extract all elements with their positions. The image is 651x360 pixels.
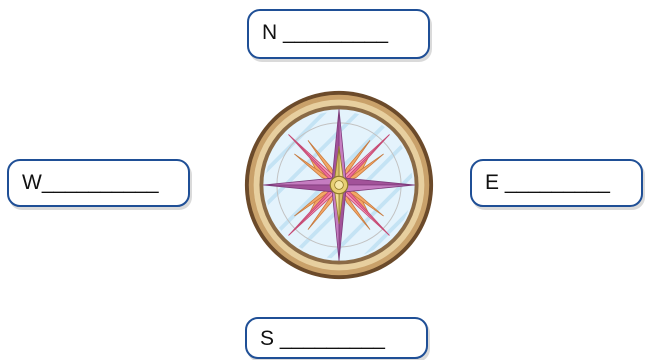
compass-pivot-center bbox=[335, 181, 344, 190]
compass-rose-illustration bbox=[242, 88, 436, 282]
north-label-box[interactable]: N _________ bbox=[247, 9, 430, 59]
south-label-text: S _________ bbox=[260, 328, 385, 349]
north-label-text: N _________ bbox=[262, 22, 388, 43]
south-label-box[interactable]: S _________ bbox=[245, 317, 428, 359]
east-label-box[interactable]: E _________ bbox=[470, 159, 643, 207]
west-label-text: W__________ bbox=[22, 172, 159, 193]
east-label-text: E _________ bbox=[485, 172, 610, 193]
west-label-box[interactable]: W__________ bbox=[7, 159, 190, 207]
